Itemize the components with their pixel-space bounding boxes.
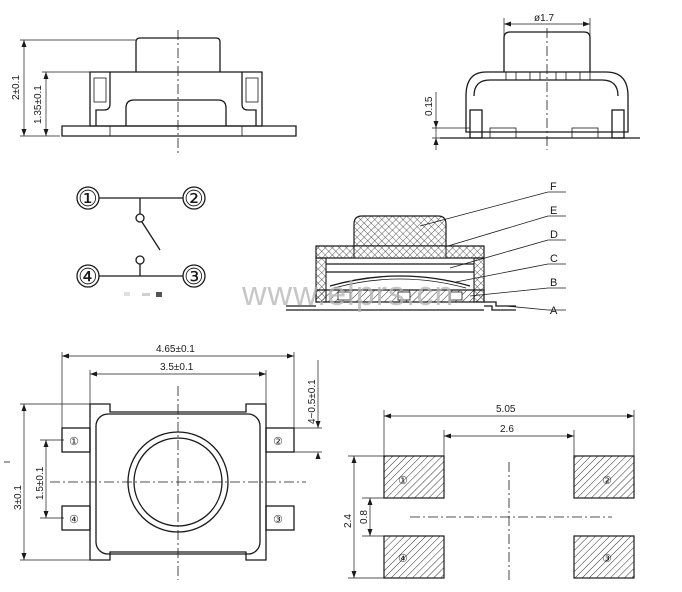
top-pin-2: ② [273, 435, 283, 448]
dim-total-height: 2±0.1 [11, 75, 22, 100]
top-pin-1: ① [69, 435, 79, 448]
schematic-pin-3: ③ [184, 265, 204, 290]
top-view: 4.65±0.1 3.5±0.1 4~0.5±0.1 3±0.1 1.5±0.1 [4, 344, 322, 580]
pad-label-2: ② [602, 474, 612, 487]
dim-terminal-length: 4~0.5±0.1 [307, 379, 318, 424]
schematic: ① ② ④ ③ [76, 186, 206, 297]
pad-label-1: ① [398, 474, 408, 487]
callout-D: D [550, 229, 558, 241]
schematic-pin-1: ① [78, 187, 98, 212]
side-view-left: 2±0.1 1.35±0.1 [11, 30, 297, 155]
callout-B: B [550, 277, 557, 289]
cross-section: F E D C B A www.elprs.cn [241, 181, 566, 317]
pcb-layout: 5.05 2.6 2.4 0.8 ① ② ④ ③ [343, 404, 635, 582]
dim-body-height: 3±0.1 [13, 485, 24, 510]
dim-pcb-height: 2.4 [343, 514, 354, 528]
dim-pin-vertical-pitch: 1.5±0.1 [35, 466, 46, 500]
callout-F: F [550, 181, 557, 193]
dim-total-width: 4.65±0.1 [156, 344, 195, 355]
top-pin-3: ③ [273, 513, 283, 526]
top-pin-4: ④ [69, 513, 79, 526]
dim-pcb-pad-gap: 0.8 [359, 510, 370, 524]
dim-body-height: 1.35±0.1 [33, 85, 44, 124]
pad-label-4: ④ [398, 552, 408, 565]
dim-pin-pitch: 3.5±0.1 [160, 362, 194, 373]
schematic-pin-4: ④ [78, 265, 98, 290]
watermark: www.elprs.cn [241, 275, 454, 313]
callout-A: A [550, 305, 558, 317]
dim-plunger-diameter: ø1.7 [534, 13, 554, 24]
callout-C: C [550, 253, 558, 265]
dim-pcb-inner-gap: 2.6 [500, 424, 514, 435]
pad-label-3: ③ [602, 552, 612, 565]
side-view-right: ø1.7 0.15 [424, 13, 640, 150]
dim-offset: 0.15 [424, 96, 435, 116]
dim-pcb-total-width: 5.05 [496, 404, 516, 415]
callout-E: E [550, 205, 557, 217]
schematic-pin-2: ② [184, 187, 204, 212]
